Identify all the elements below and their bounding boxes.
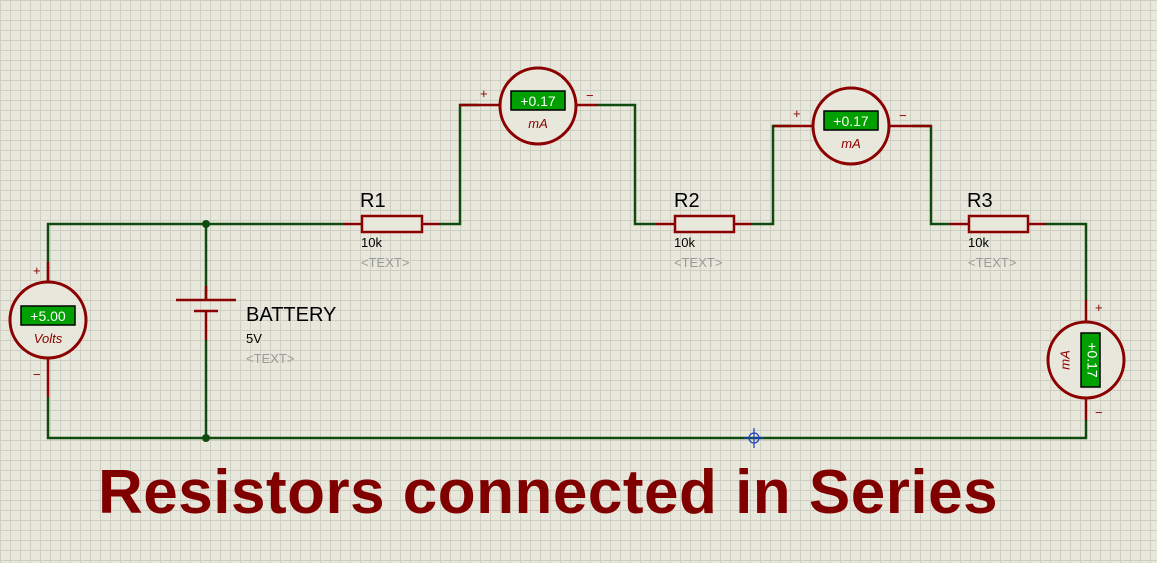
r2-body <box>673 214 736 234</box>
origin-marker-icon <box>744 428 764 448</box>
r3-text: <TEXT> <box>968 255 1016 270</box>
ammeter-3[interactable]: +0.17 mA + − <box>1046 300 1126 420</box>
voltmeter-unit: Volts <box>34 331 63 346</box>
ammeter-1-display <box>510 90 566 111</box>
wire-am1-r2 <box>598 103 656 226</box>
battery-ref: BATTERY <box>246 304 336 326</box>
ammeter-2-plus: + <box>793 106 801 121</box>
r1-text: <TEXT> <box>361 255 409 270</box>
ammeter-2-reading: +0.17 <box>833 113 869 129</box>
resistor-r1[interactable]: R1 10k <TEXT> <box>343 190 440 270</box>
ammeter-1-minus: − <box>586 88 594 103</box>
r1-body <box>360 214 424 234</box>
r2-ref: R2 <box>674 190 700 212</box>
ammeter-3-reading: +0.17 <box>1084 342 1100 378</box>
r3-ref: R3 <box>967 190 993 212</box>
ammeter-3-minus: − <box>1095 405 1103 420</box>
voltmeter-reading: +5.00 <box>30 308 66 324</box>
diagram-title: Resistors connected in Series <box>98 458 999 527</box>
r3-body <box>967 214 1030 234</box>
wire-r2-am2 <box>752 124 791 226</box>
ammeter-3-unit: mA <box>1057 350 1072 370</box>
voltmeter-minus: − <box>33 367 41 382</box>
ammeter-1-plus: + <box>480 86 488 101</box>
voltmeter-plus: + <box>33 263 41 278</box>
wire-am2-r3 <box>912 124 950 226</box>
r1-ref: R1 <box>360 190 386 212</box>
ammeter-2-minus: − <box>899 108 907 123</box>
r3-value: 10k <box>968 235 989 250</box>
ammeter-3-display <box>1080 332 1101 388</box>
voltmeter-display <box>20 305 76 326</box>
junction-top <box>202 220 210 228</box>
r2-text: <TEXT> <box>674 255 722 270</box>
voltmeter[interactable]: +5.00 Volts + − <box>8 262 88 397</box>
battery-text: <TEXT> <box>246 351 294 366</box>
wire-top-left <box>46 222 343 283</box>
ammeter-1[interactable]: +0.17 mA + − <box>460 66 598 146</box>
wires <box>46 103 1088 440</box>
wire-r1-am1 <box>440 103 479 226</box>
ammeter-2-display <box>823 110 879 131</box>
resistor-r2[interactable]: R2 10k <TEXT> <box>656 190 752 270</box>
wire-bottom <box>46 397 1088 440</box>
ammeter-2-unit: mA <box>841 136 861 151</box>
r2-value: 10k <box>674 235 695 250</box>
junction-bottom <box>202 434 210 442</box>
resistor-r3[interactable]: R3 10k <TEXT> <box>950 190 1046 270</box>
ammeter-1-reading: +0.17 <box>520 93 556 109</box>
r1-value: 10k <box>361 235 382 250</box>
ammeter-1-unit: mA <box>528 116 548 131</box>
ammeter-3-plus: + <box>1095 300 1103 315</box>
battery[interactable]: BATTERY 5V <TEXT> <box>176 286 336 366</box>
wire-r3-am3 <box>1046 222 1088 300</box>
battery-value: 5V <box>246 331 262 346</box>
ammeter-2[interactable]: +0.17 mA + − <box>773 86 931 166</box>
